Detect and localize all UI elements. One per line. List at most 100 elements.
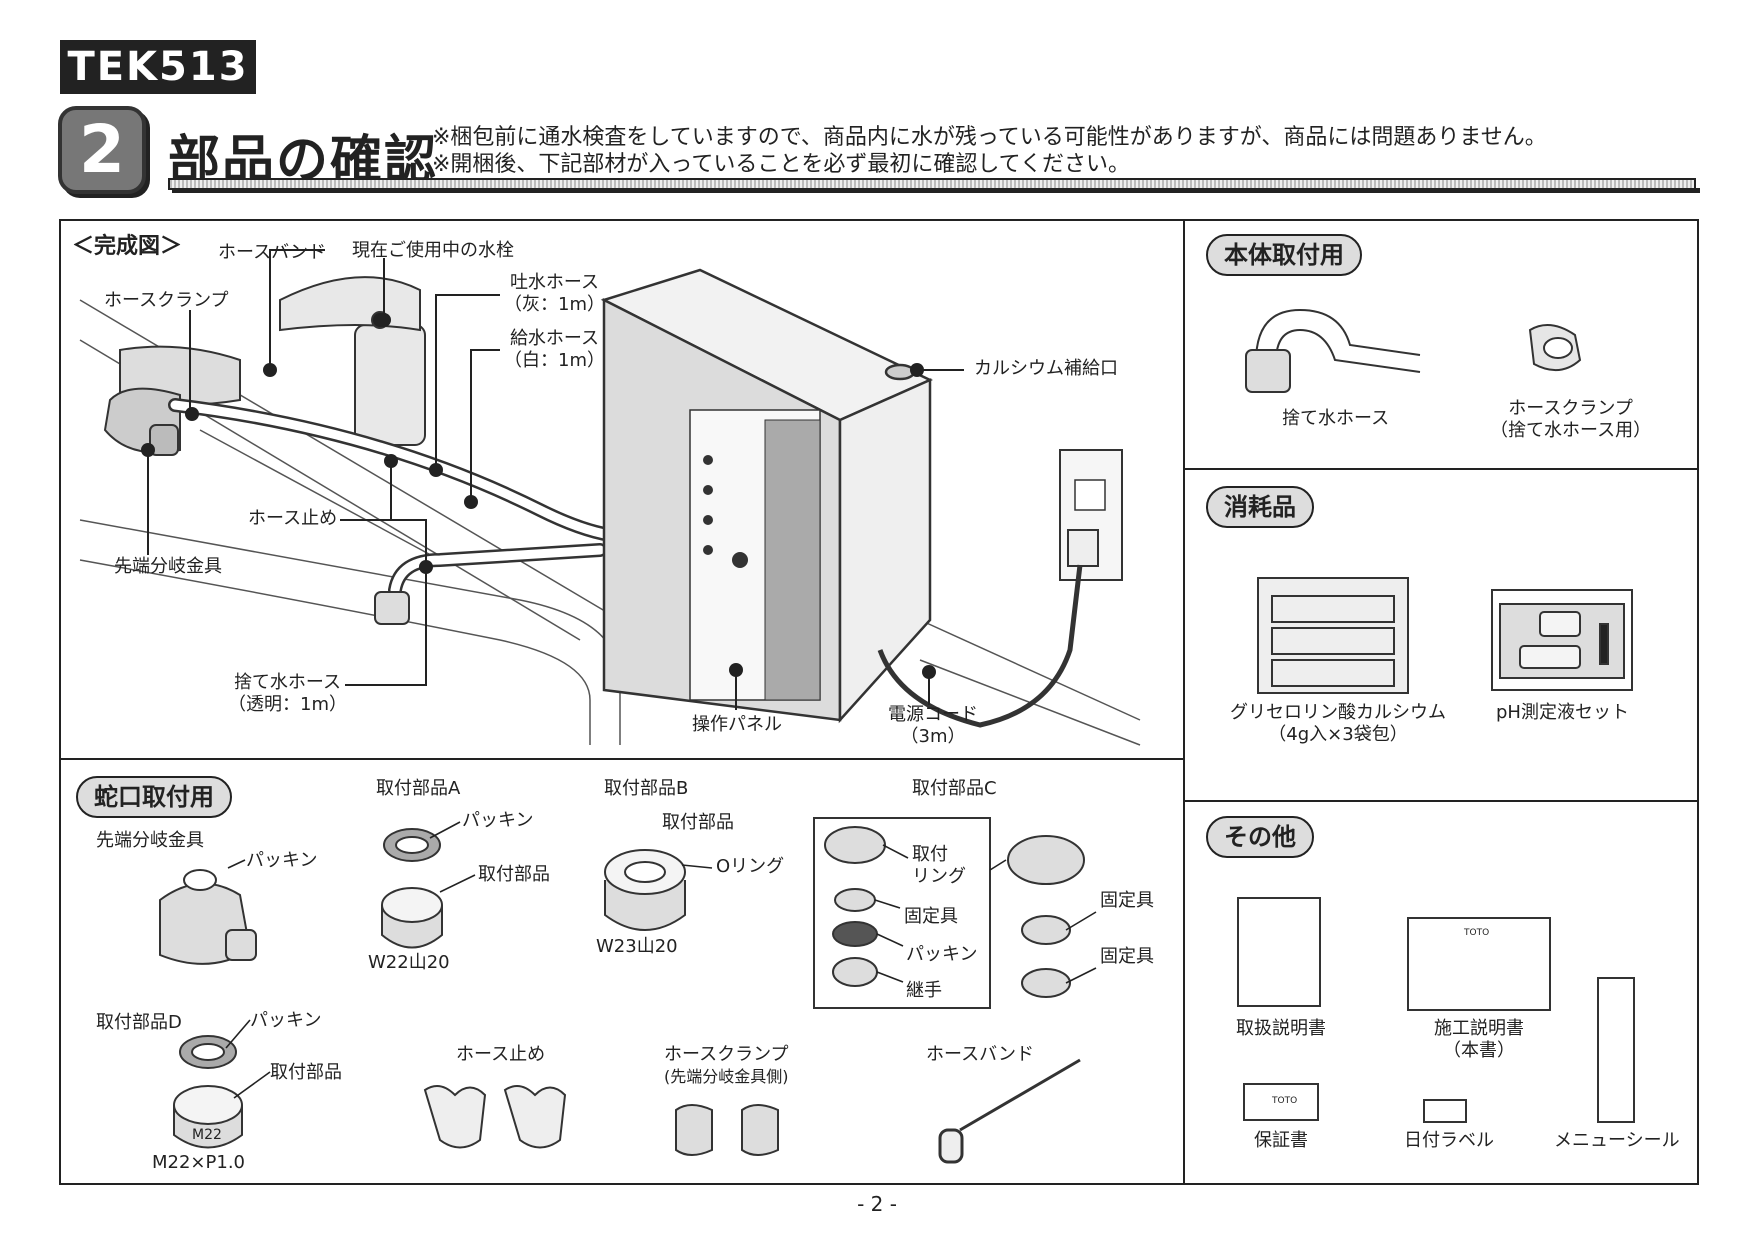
part-b-icon [604,849,686,931]
sink-outline [79,559,591,745]
menu-seal-icon [1597,977,1635,1123]
waste-hose-part-icon [1245,308,1421,393]
install-manual-icon [1407,917,1551,1011]
part-d-spec: M22×P1.0 [152,1152,245,1173]
body-mount-item-hose-clamp-note: （捨て水ホース用） [1490,420,1652,441]
completed-view-title: ＜完成図＞ [72,234,183,259]
part-hose-clamp-note: (先端分岐金具側) [664,1067,789,1086]
body-mount-item-hose-clamp: ホースクランプ （捨て水ホース用） [1490,398,1651,442]
part-b-label: 取付部品B [604,778,689,799]
part-c-fixture-3: 固定具 [1100,946,1154,967]
part-hose-band: ホースバンド [926,1044,1034,1065]
main-unit-icon [600,268,933,724]
frame-divider-vertical [1183,219,1185,1185]
body-mount-item-hose-clamp-name: ホースクランプ [1508,398,1633,419]
part-c-fixture: 固定具 [904,906,958,927]
consumable-calcium: グリセロリン酸カルシウム （4g入×3袋包） [1230,702,1446,746]
label-waste-hose: 捨て水ホース （透明：1m） [228,672,347,716]
part-a-label: 取付部品A [376,778,461,799]
consumable-ph-kit: pH測定液セット [1496,702,1629,723]
other-install-manual: 施工説明書 （本書） [1434,1018,1524,1062]
waste-hose-end [374,591,410,625]
body-mount-title: 本体取付用 [1206,234,1362,276]
page-number: - 2 - [857,1192,897,1216]
part-hose-stop: ホース止め [456,1044,546,1065]
faucet-mount-title: 蛇口取付用 [76,776,232,818]
counter-line [199,429,441,561]
ph-kit-icon [1491,589,1633,691]
other-install-manual-name: 施工説明書 [1434,1018,1524,1039]
other-install-manual-note: （本書） [1443,1040,1515,1061]
power-cord-line [877,564,1083,728]
manual-icon [1237,897,1321,1007]
parts-frame [59,219,1699,1185]
label-calcium-port: カルシウム補給口 [974,358,1118,379]
part-c-ring: 取付 リング [912,844,966,887]
consumable-calcium-note: （4g入×3袋包） [1268,724,1408,745]
part-d-mark: M22 [192,1127,222,1143]
date-label-icon [1423,1099,1467,1123]
warranty-brand: TOTO [1272,1096,1298,1106]
warranty-icon [1243,1083,1319,1121]
label-hose-band: ホースバンド [218,242,326,263]
label-waste-hose-name: 捨て水ホース [233,672,342,693]
part-b-spec: W23山20 [596,936,678,957]
part-b-oring: Oリング [716,856,785,877]
other-manual: 取扱説明書 [1236,1018,1326,1039]
section-notes: ※梱包前に通水検査をしていますので、商品内に水が残っている可能性がありますが、商… [432,124,1547,178]
part-c-box [813,817,991,1009]
tip-branch-label: 先端分岐金具 [96,830,204,851]
others-title: その他 [1206,816,1314,858]
label-outlet-hose-spec: （灰：1m） [504,294,605,315]
wall-line [919,619,1141,721]
hose-clamp-part-icon [1528,324,1582,371]
label-outlet-hose-name: 吐水ホース [509,272,600,293]
part-d-part: 取付部品 [270,1062,342,1083]
label-supply-hose-name: 給水ホース [509,328,600,349]
tip-branch-part-icon [159,869,257,965]
part-d-label: 取付部品D [96,1012,182,1033]
model-number: TEK513 [60,40,256,94]
part-d-icons [173,1035,243,1149]
install-manual-brand: TOTO [1464,928,1490,938]
label-hose-clamp: ホースクランプ [104,290,229,311]
label-faucet: 現在ご使用中の水栓 [352,240,514,261]
part-c-icons [824,826,1085,998]
part-a-icons [381,828,443,949]
tip-branch-packing: パッキン [246,850,318,871]
other-menu-seal: メニューシール [1554,1130,1680,1151]
note-line-1: ※梱包前に通水検査をしていますので、商品内に水が残っている可能性がありますが、商… [432,125,1547,150]
part-b-part: 取付部品 [662,812,734,833]
section-number-badge: 2 [58,106,146,194]
label-power-cord-name: 電源コード [888,704,978,725]
tip-branch-icon [103,387,181,456]
other-warranty: 保証書 [1254,1130,1308,1151]
title-rule-shadow [172,188,1700,193]
other-date-label: 日付ラベル [1404,1130,1494,1151]
consumable-calcium-name: グリセロリン酸カルシウム [1230,702,1446,723]
title-rule [168,178,1696,190]
label-power-cord-spec: （3m） [900,726,966,747]
part-a-part: 取付部品 [478,864,550,885]
label-supply-hose: 給水ホース （白：1m） [504,328,605,372]
part-c-label: 取付部品C [912,778,997,799]
part-c-joint: 継手 [906,980,942,1001]
label-supply-hose-spec: （白：1m） [504,350,605,371]
label-power-cord: 電源コード （3m） [888,704,978,748]
frame-divider-right-1 [1183,468,1699,470]
calcium-packet-icon [1257,577,1409,694]
label-panel: 操作パネル [692,714,782,735]
frame-divider-left [59,758,1185,760]
label-waste-hose-spec: （透明：1m） [228,694,347,715]
part-a-spec: W22山20 [368,952,450,973]
label-tip-branch: 先端分岐金具 [114,556,222,577]
hose-stop-part-icon [423,1085,567,1149]
label-hose-stop: ホース止め [248,508,338,529]
hose-band-part-icon [938,1058,1081,1164]
part-hose-clamp: ホースクランプ (先端分岐金具側) [664,1044,789,1088]
part-c-packing: パッキン [906,944,978,965]
note-line-2: ※開梱後、下記部材が入っていることを必ず最初に確認してください。 [432,152,1131,177]
hose-clamp-tip-part-icon [675,1104,779,1156]
part-c-fixture-2: 固定具 [1100,890,1154,911]
